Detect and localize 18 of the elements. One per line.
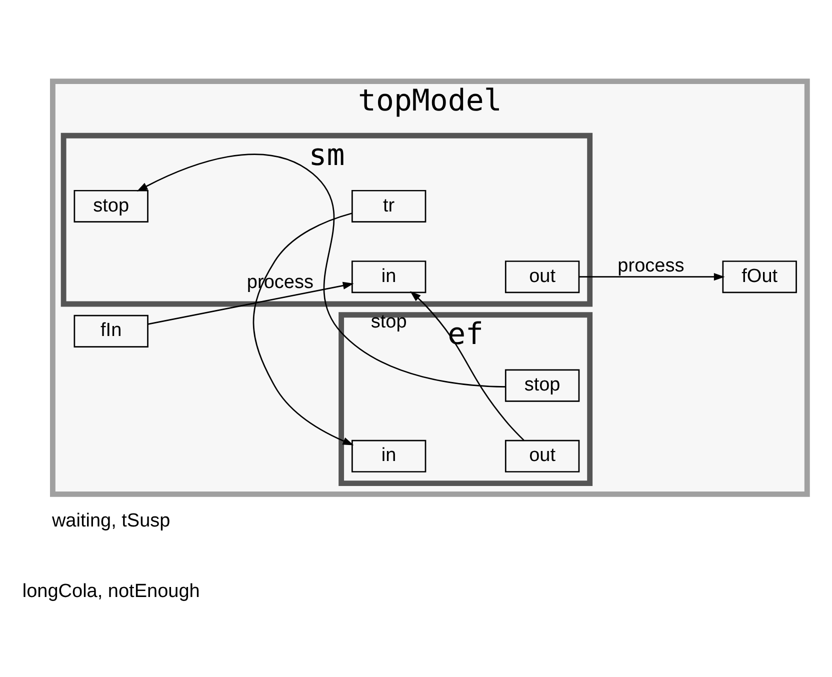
arrow xyxy=(148,281,354,324)
arrow xyxy=(579,272,725,280)
node-box: in xyxy=(352,439,426,472)
node-box: stop xyxy=(74,189,148,222)
arrow xyxy=(410,290,524,440)
node-box: fOut xyxy=(722,260,797,293)
label: waiting, tSusp xyxy=(52,510,170,531)
node-box: out xyxy=(504,439,580,472)
node-box: tr xyxy=(352,189,426,222)
node-box: in xyxy=(352,260,426,293)
arrow xyxy=(136,153,506,387)
node-box: out xyxy=(504,260,580,293)
node-box: stop xyxy=(504,368,580,402)
edge-label: stop xyxy=(370,310,407,332)
arrow xyxy=(252,212,354,445)
edge-label: process xyxy=(618,255,684,276)
label: longCola, notEnough xyxy=(22,580,200,602)
node-box: fIn xyxy=(74,314,148,347)
